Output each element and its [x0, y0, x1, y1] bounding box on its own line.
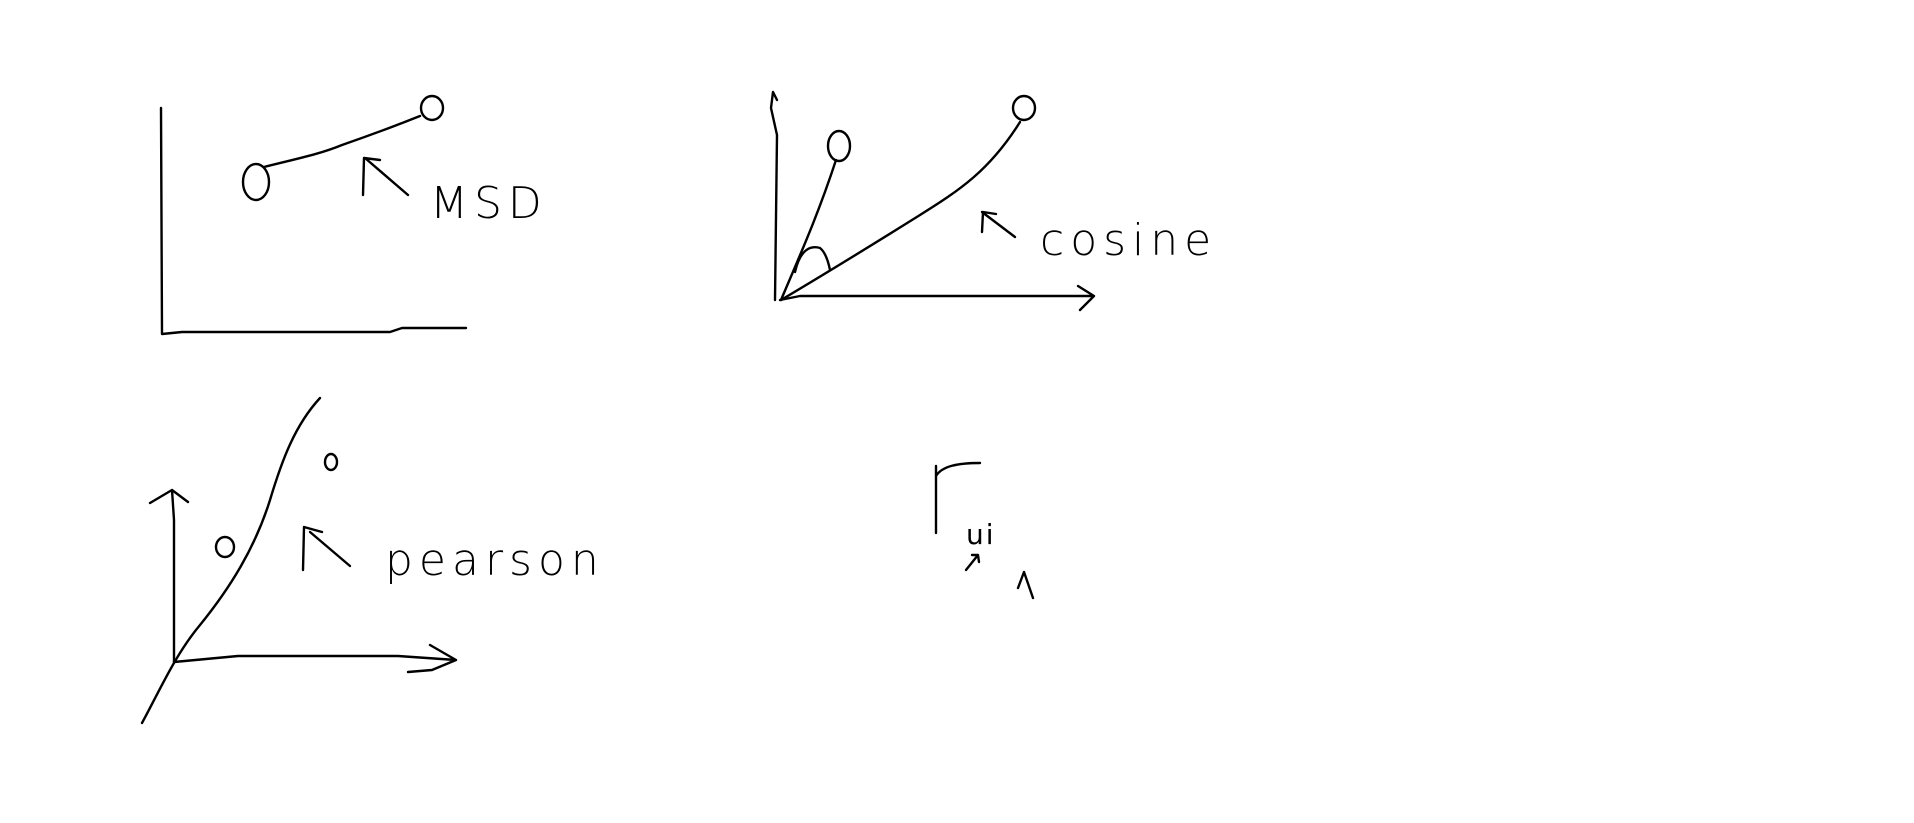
subscript-i-arrow — [1016, 570, 1035, 600]
pearson-arrow — [301, 525, 352, 572]
msd-arrow — [361, 156, 410, 197]
msd-point-left — [241, 162, 271, 202]
cosine-vector-a — [779, 158, 838, 302]
cosine-point-a — [826, 129, 852, 163]
pearson-sketch: pearson — [140, 396, 605, 725]
cosine-label: cosine — [1040, 215, 1217, 266]
pearson-trend-line — [140, 396, 322, 725]
cosine-arrow — [980, 210, 1017, 239]
cosine-point-b — [1011, 94, 1037, 122]
msd-sketch: MSD — [159, 94, 548, 336]
cosine-x-axis — [778, 284, 1096, 312]
pearson-point-high — [323, 452, 339, 472]
msd-distance-line — [262, 114, 422, 169]
r-subscript: ui — [966, 518, 996, 551]
cosine-sketch: cosine — [769, 90, 1217, 312]
cosine-angle-arc — [793, 246, 832, 274]
r-ui-notation: ui — [934, 461, 1035, 600]
msd-point-right — [419, 94, 445, 122]
cosine-y-axis — [769, 90, 779, 302]
pearson-x-axis — [172, 643, 458, 674]
msd-axes — [159, 106, 468, 336]
pearson-label: pearson — [385, 535, 605, 586]
subscript-u-arrow — [964, 553, 981, 572]
msd-label: MSD — [430, 178, 548, 229]
pearson-point-low — [214, 535, 236, 559]
cosine-vector-b — [779, 120, 1022, 302]
r-symbol — [934, 461, 982, 535]
pearson-y-axis — [148, 488, 190, 664]
